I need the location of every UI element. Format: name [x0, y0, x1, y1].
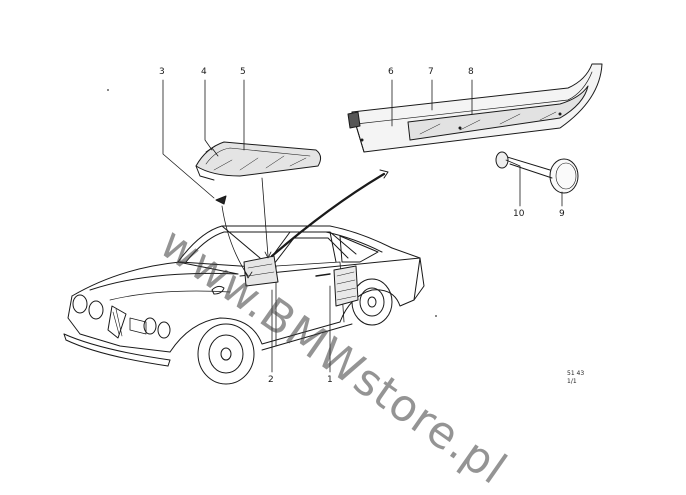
- reference-code-line-2: 1/1: [567, 377, 577, 385]
- callout-4: 4: [201, 67, 207, 77]
- window-seal-strip: [270, 172, 386, 258]
- callout-2: 2: [268, 375, 274, 385]
- rocker-panel: [347, 63, 603, 153]
- callout-8: 8: [468, 67, 474, 77]
- callout-6: 6: [388, 67, 394, 77]
- exterior-mirror: [495, 151, 579, 194]
- callout-7: 7: [428, 67, 434, 77]
- leader-lines: [162, 79, 563, 373]
- car-illustration: [63, 225, 425, 385]
- callout-1: 1: [327, 375, 333, 385]
- window-corner-seal: [243, 255, 279, 287]
- reference-code-line-1: 51 43: [567, 370, 585, 377]
- callout-9: 9: [559, 209, 565, 219]
- diagram-reference-code: 51 43 1/1: [567, 370, 584, 386]
- pillar-trim: [195, 141, 322, 181]
- callout-10: 10: [513, 209, 525, 219]
- door-trim-panel: [333, 265, 359, 307]
- callout-5: 5: [240, 67, 246, 77]
- clip-part: [215, 195, 227, 205]
- callout-3: 3: [159, 67, 165, 77]
- parts-diagram: [63, 63, 603, 385]
